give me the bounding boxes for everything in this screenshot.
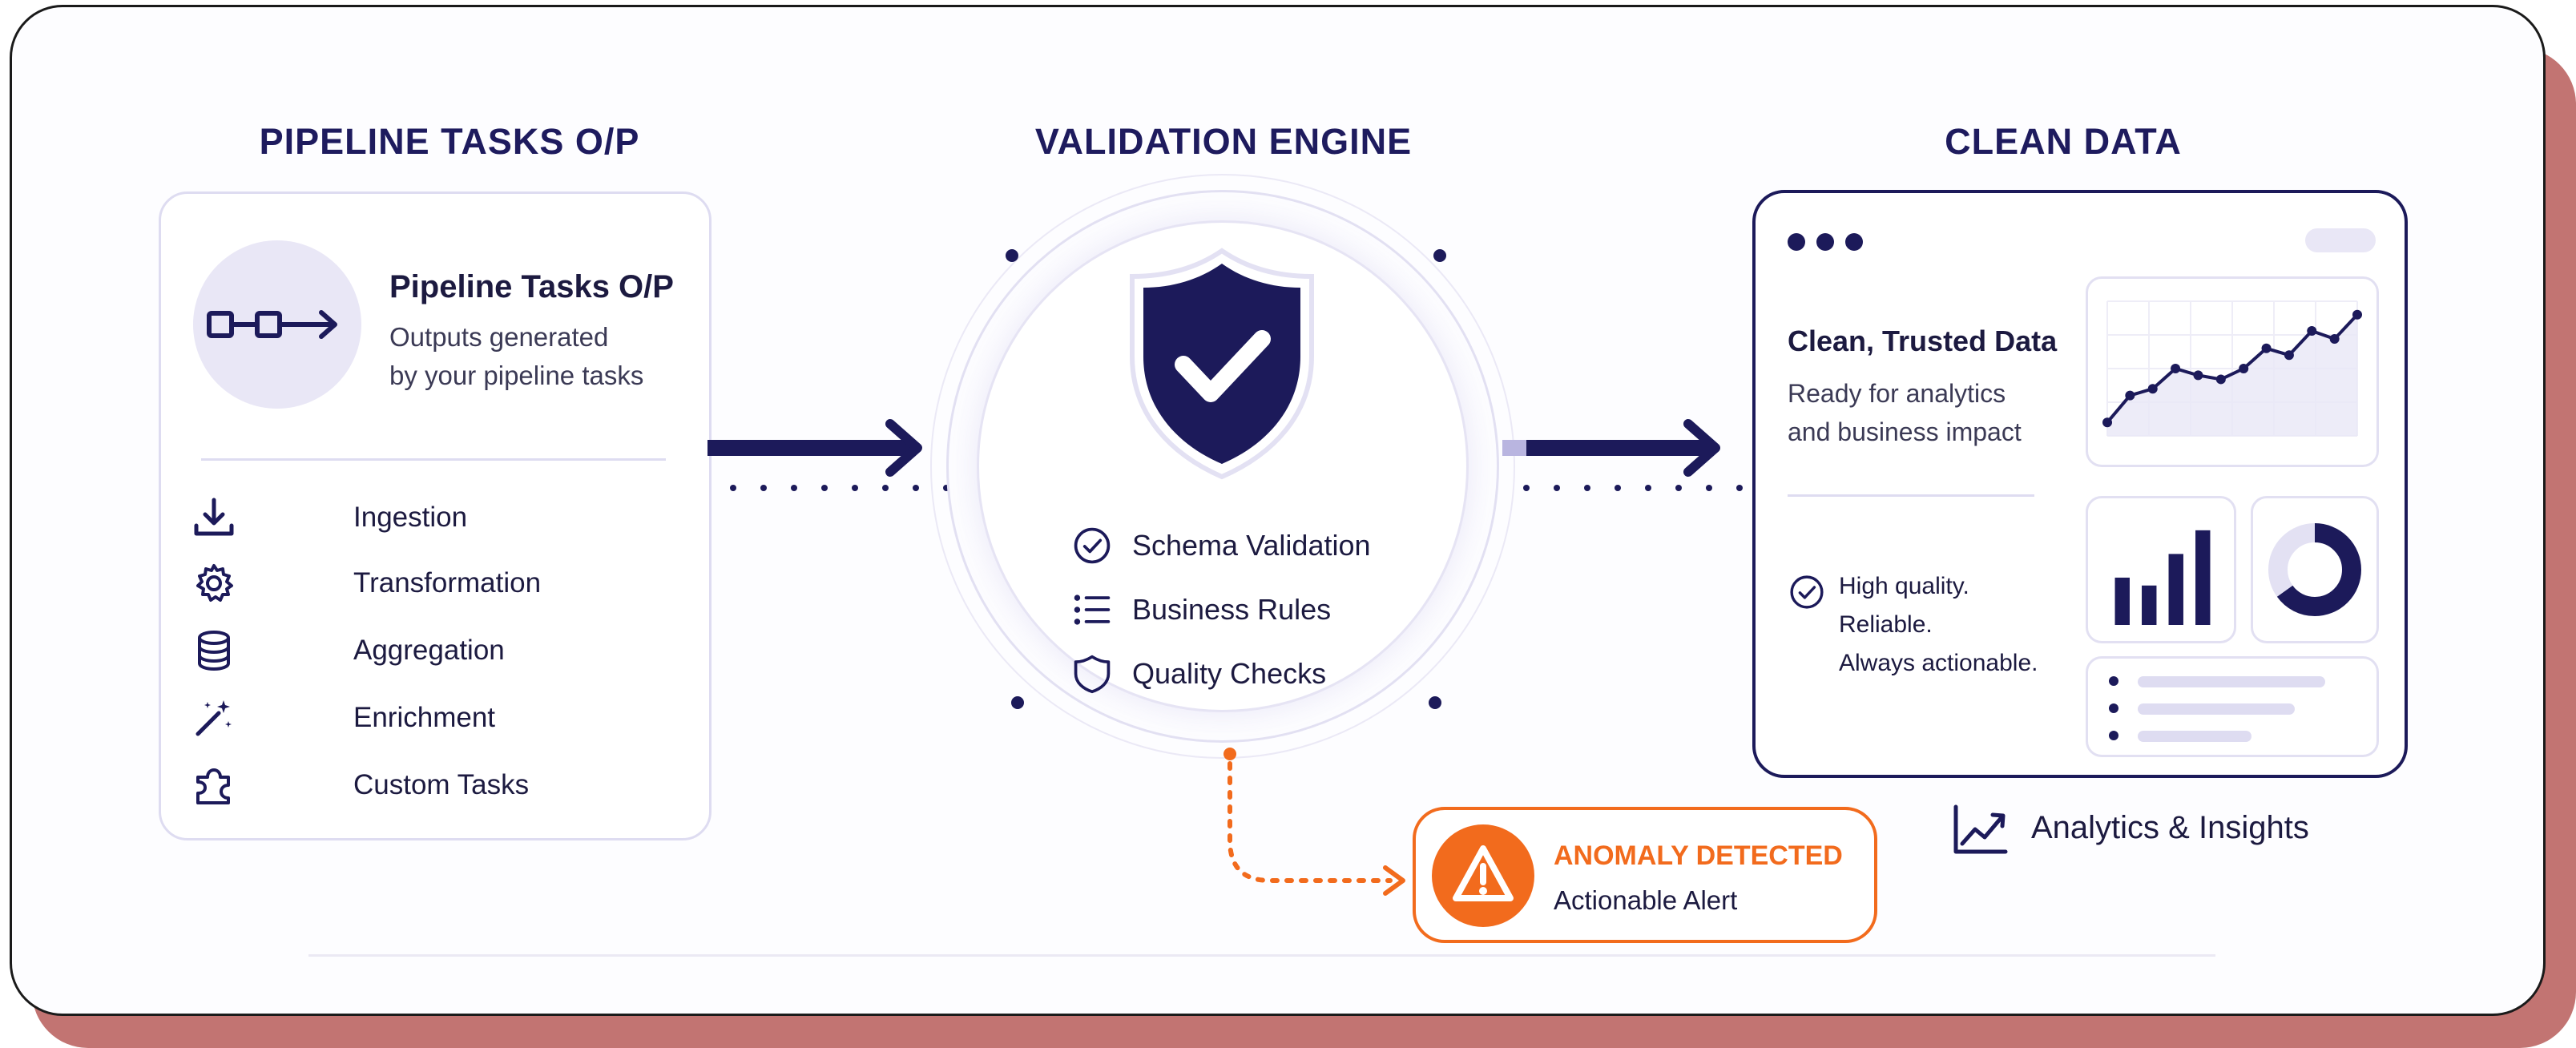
- clean-data-title: Clean, Trusted Data: [1788, 324, 2058, 357]
- center-heading: VALIDATION ENGINE: [1034, 121, 1413, 162]
- task-label: Aggregation: [353, 635, 505, 666]
- anomaly-alert[interactable]: ANOMALY DETECTED Actionable Alert: [1413, 807, 1877, 943]
- bar-chart-bar: [2195, 530, 2211, 625]
- window-dot: [1816, 233, 1834, 251]
- list-line: [2138, 676, 2325, 687]
- line-chart-point: [2284, 350, 2294, 361]
- line-chart-card: [2086, 276, 2379, 467]
- task-row-aggregation: Aggregation: [353, 627, 505, 675]
- bar-chart-bar: [2142, 585, 2157, 625]
- pipeline-icon-circle: [193, 240, 361, 409]
- bar-chart-card: [2086, 496, 2236, 643]
- task-row-custom-tasks: Custom Tasks: [353, 761, 529, 809]
- alert-subtitle: Actionable Alert: [1554, 885, 1738, 915]
- engine-orbit-dot: [1429, 696, 1441, 709]
- gear-icon: [196, 564, 233, 602]
- check-label: Quality Checks: [1132, 657, 1327, 690]
- check-circle-icon: [1790, 575, 1824, 609]
- clean-data-window: Clean, Trusted Data Ready for analytics …: [1752, 190, 2408, 778]
- line-chart-point: [2352, 309, 2362, 320]
- quality-line1: High quality.: [1839, 573, 1969, 599]
- warning-icon: [1453, 845, 1514, 901]
- pipeline-panel: Pipeline Tasks O/P Outputs generated by …: [159, 191, 712, 840]
- engine-outer-ring: [930, 174, 1515, 759]
- analytics-footer-label: Analytics & Insights: [2031, 810, 2309, 845]
- bar-chart: [2114, 530, 2211, 625]
- check-label: Schema Validation: [1132, 529, 1371, 562]
- donut-chart-slice: [2268, 523, 2361, 616]
- window-pill: [2305, 228, 2376, 252]
- right-heading: CLEAN DATA: [1945, 121, 2182, 162]
- pipeline-subtitle-line2: by your pipeline tasks: [389, 361, 644, 390]
- diagram-card: PIPELINE TASKS O/P VALIDATION ENGINE CLE…: [10, 5, 2546, 1016]
- list-icon: [1074, 595, 1111, 625]
- clean-data-subtitle-line1: Ready for analytics: [1788, 379, 2006, 408]
- list-card: [2086, 656, 2379, 757]
- check-label: Business Rules: [1132, 593, 1332, 626]
- window-dot: [1788, 233, 1805, 251]
- magic-wand-icon: [196, 700, 232, 736]
- donut-chart-card: [2251, 496, 2379, 643]
- check-row-business-rules: Business Rules: [1132, 587, 1331, 632]
- anomaly-connector: [1223, 748, 1405, 896]
- pipeline-title: Pipeline Tasks O/P: [389, 269, 674, 304]
- list-bullet: [2109, 703, 2118, 713]
- check-row-schema: Schema Validation: [1132, 523, 1371, 568]
- pipeline-subtitle-line1: Outputs generated: [389, 322, 609, 352]
- window-dot: [1845, 233, 1863, 251]
- engine-orbit-dot: [1006, 249, 1018, 262]
- pipeline-flow-icon: [207, 310, 337, 339]
- task-label: Transformation: [353, 567, 542, 599]
- clean-data-subtitle-line2: and business impact: [1788, 417, 2022, 446]
- list-bullet: [2109, 676, 2118, 686]
- shield-check-icon: [1130, 248, 1314, 480]
- check-row-quality-checks: Quality Checks: [1132, 651, 1326, 696]
- trend-chart-icon: [1953, 804, 2008, 854]
- download-icon: [194, 498, 234, 536]
- task-label: Ingestion: [353, 502, 468, 533]
- shield-outline-icon: [1074, 655, 1111, 694]
- line-chart-point: [2215, 374, 2226, 385]
- list-line: [2138, 703, 2295, 715]
- line-chart-point: [2171, 364, 2181, 373]
- line-chart: [2102, 300, 2362, 437]
- task-label: Custom Tasks: [353, 769, 530, 800]
- connector-right: [1502, 419, 1743, 491]
- bar-chart-bar: [2168, 554, 2183, 625]
- task-row-ingestion: Ingestion: [353, 494, 467, 542]
- task-label: Enrichment: [353, 702, 496, 733]
- task-row-enrichment: Enrichment: [353, 694, 495, 742]
- engine-orbit-dot: [1011, 696, 1024, 709]
- line-chart-point: [2329, 334, 2340, 345]
- engine-middle-ring: [946, 190, 1499, 743]
- connector-left: [707, 419, 949, 491]
- left-heading: PIPELINE TASKS O/P: [259, 121, 640, 162]
- puzzle-icon: [196, 768, 230, 804]
- line-chart-point: [2102, 417, 2112, 428]
- quality-line2: Reliable.: [1839, 611, 1933, 638]
- alert-title: ANOMALY DETECTED: [1554, 840, 1843, 871]
- donut-chart: [2268, 523, 2361, 616]
- line-chart-point: [2193, 370, 2203, 381]
- line-chart-point: [2307, 325, 2317, 336]
- line-chart-point: [2239, 364, 2249, 373]
- quality-line3: Always actionable.: [1839, 650, 2038, 676]
- pipeline-divider: [201, 458, 666, 461]
- database-icon: [198, 631, 230, 671]
- line-chart-point: [2261, 343, 2272, 353]
- engine-orbit-dot: [1433, 249, 1446, 262]
- check-circle-icon: [1074, 527, 1111, 564]
- bottom-baseline: [308, 954, 2215, 957]
- list-bullet: [2109, 731, 2118, 740]
- line-chart-point: [2147, 384, 2158, 394]
- line-chart-point: [2125, 390, 2135, 401]
- clean-data-divider: [1788, 494, 2034, 497]
- list-line: [2138, 731, 2251, 742]
- warning-badge: [1432, 824, 1534, 927]
- bar-chart-bar: [2114, 577, 2130, 625]
- task-row-transformation: Transformation: [353, 559, 541, 607]
